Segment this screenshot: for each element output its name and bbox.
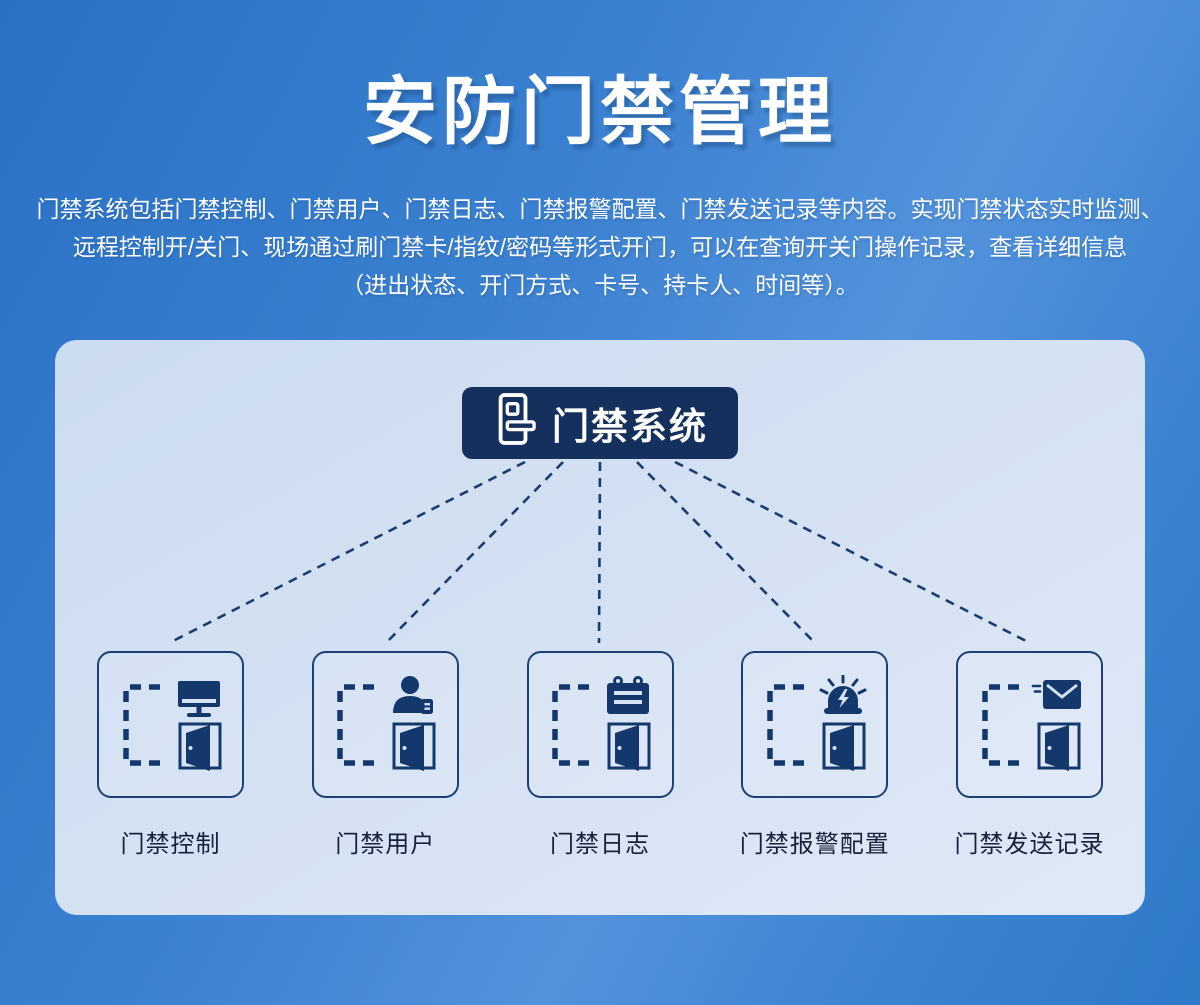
monitor-icon xyxy=(122,680,221,771)
node-label: 门禁报警配置 xyxy=(739,831,890,858)
connector-lines xyxy=(168,460,1031,645)
node-box xyxy=(956,651,1103,798)
mail-send-icon xyxy=(981,679,1081,771)
calendar-log-icon xyxy=(552,675,651,771)
node-access-users: 门禁用户 xyxy=(311,651,459,859)
description-line: （进出状态、开门方式、卡号、持卡人、时间等）。 xyxy=(341,272,859,298)
diagram-panel: 门禁系统 xyxy=(55,340,1145,915)
door-lock-icon xyxy=(492,392,536,455)
root-node-access-system: 门禁系统 xyxy=(462,387,738,459)
feature-nodes-row: 门禁控制 xyxy=(55,651,1145,859)
open-door-icon xyxy=(1037,722,1080,771)
node-box xyxy=(526,651,674,798)
page-description: 门禁系统包括门禁控制、门禁用户、门禁日志、门禁报警配置、门禁发送记录等内容。实现… xyxy=(0,190,1200,304)
open-door-icon xyxy=(178,722,221,771)
node-box xyxy=(311,651,459,798)
node-access-logs: 门禁日志 xyxy=(526,651,674,859)
node-access-alarm-config: 门禁报警配置 xyxy=(739,651,890,859)
node-label: 门禁控制 xyxy=(120,831,221,858)
description-line: 门禁系统包括门禁控制、门禁用户、门禁日志、门禁报警配置、门禁发送记录等内容。实现… xyxy=(36,196,1164,222)
page-title: 安防门禁管理 xyxy=(363,70,837,153)
node-box xyxy=(97,651,244,798)
user-badge-icon xyxy=(337,675,436,771)
open-door-icon xyxy=(607,722,651,771)
node-label: 门禁日志 xyxy=(550,831,650,858)
open-door-icon xyxy=(392,722,436,771)
alarm-siren-icon xyxy=(767,674,867,771)
node-access-control: 门禁控制 xyxy=(97,651,244,859)
description-line: 远程控制开/关门、现场通过刷门禁卡/指纹/密码等形式开门，可以在查询开关门操作记… xyxy=(72,234,1128,260)
node-box xyxy=(741,651,889,798)
node-label: 门禁发送记录 xyxy=(954,831,1105,858)
open-door-icon xyxy=(822,722,866,771)
root-node-label: 门禁系统 xyxy=(552,406,708,447)
node-access-send-records: 门禁发送记录 xyxy=(954,651,1105,859)
node-label: 门禁用户 xyxy=(335,831,436,858)
